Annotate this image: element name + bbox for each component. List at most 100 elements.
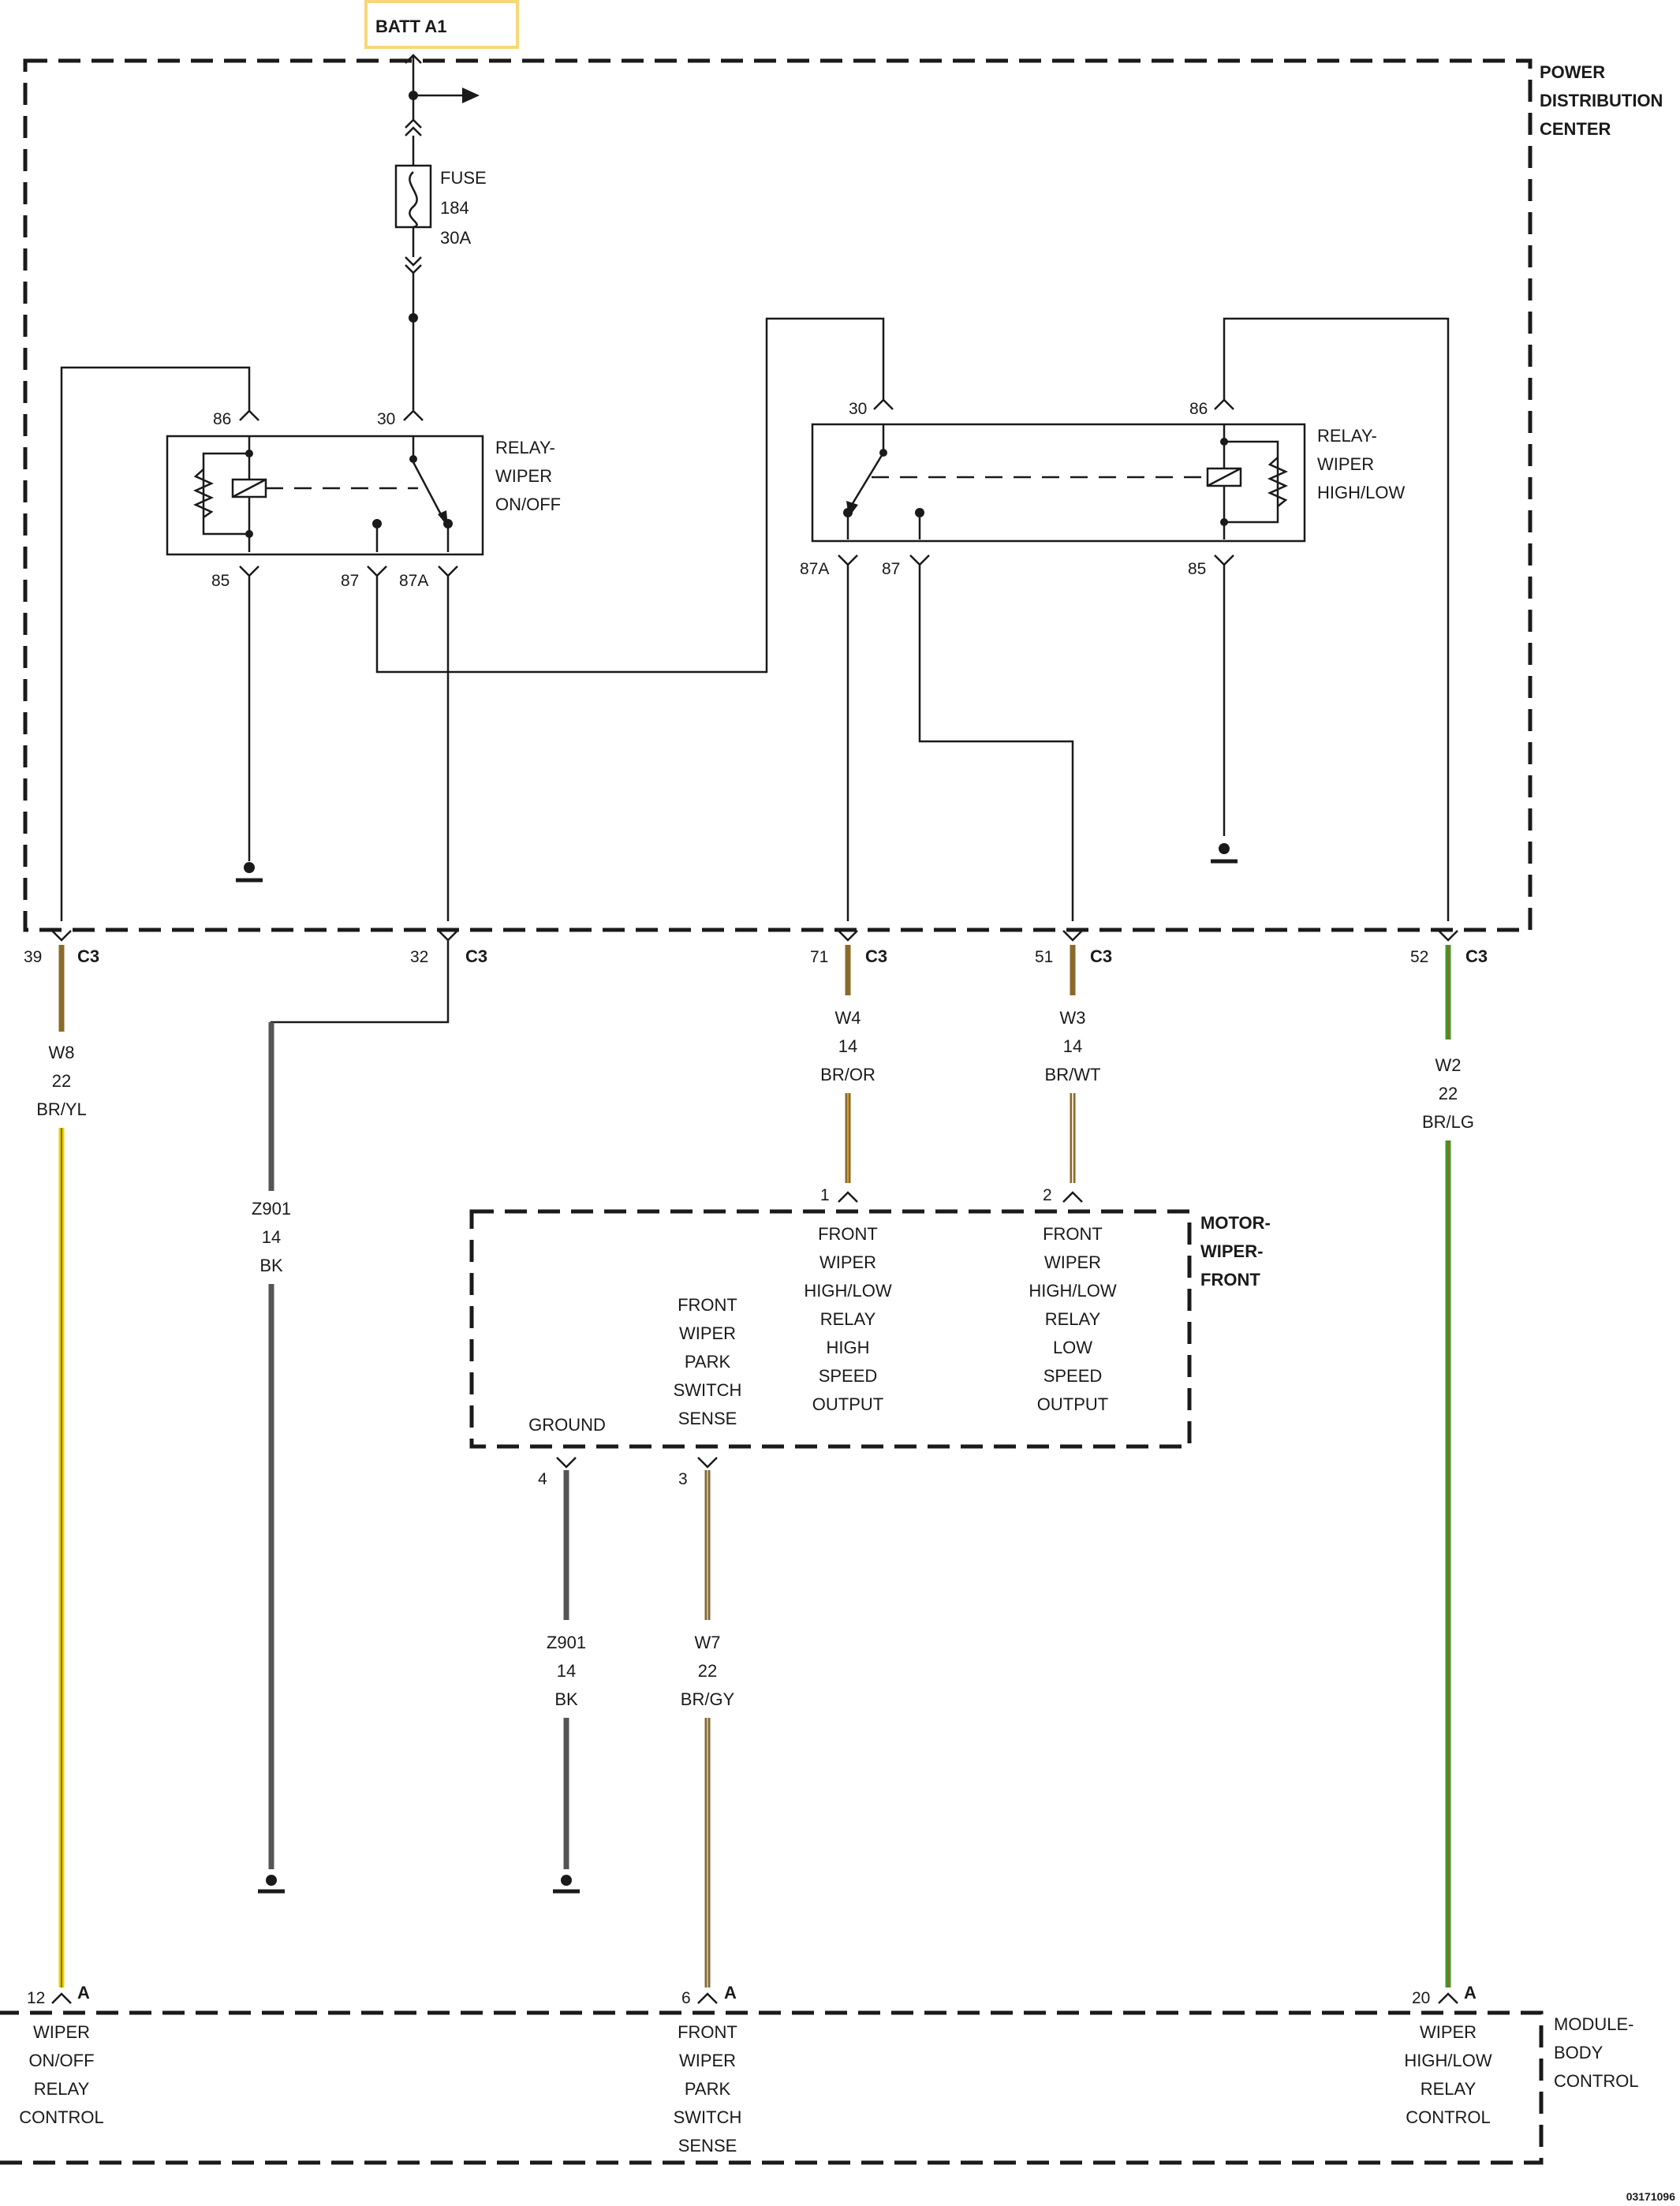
svg-text:HIGH: HIGH [827,1338,870,1357]
svg-text:30A: 30A [440,228,471,248]
resistor-icon [1267,457,1289,507]
svg-text:CONTROL: CONTROL [1554,2071,1639,2091]
svg-text:4: 4 [538,1470,547,1488]
svg-text:39: 39 [24,948,42,966]
svg-text:W3: W3 [1060,1008,1086,1028]
svg-text:RELAY: RELAY [34,2079,90,2099]
svg-text:CONTROL: CONTROL [1406,2107,1491,2127]
splice-arrow-icon [462,88,480,103]
svg-text:A: A [724,1983,737,2003]
svg-text:14: 14 [838,1036,857,1056]
motor-boundary [469,1209,1192,1449]
svg-text:BR/WT: BR/WT [1045,1065,1101,1084]
battery-feed [405,54,480,166]
wire-w8[interactable]: W8 22 BR/YL [36,945,87,1988]
svg-text:HIGH/LOW: HIGH/LOW [1029,1281,1116,1301]
wire-z901-motor[interactable]: Z901 14 BK [547,1470,586,1869]
svg-text:HIGH/LOW: HIGH/LOW [804,1281,891,1301]
svg-text:86: 86 [213,410,231,428]
motor-high-speed-label: FRONT WIPER HIGH/LOW RELAY HIGH SPEED OU… [804,1224,891,1414]
svg-text:SPEED: SPEED [819,1366,878,1386]
svg-text:CONTROL: CONTROL [19,2107,104,2127]
diagram-code: 03171096 [1626,2190,1676,2203]
pdc-internal-wiring [60,317,1450,921]
svg-text:C3: C3 [865,946,887,966]
battery-label: BATT A1 [375,17,446,36]
svg-text:FRONT: FRONT [1200,1270,1260,1290]
svg-text:PARK: PARK [685,1352,731,1372]
svg-text:BR/OR: BR/OR [820,1065,875,1084]
wire-w4[interactable]: W4 14 BR/OR [820,945,875,1183]
motor-low-speed-label: FRONT WIPER HIGH/LOW RELAY LOW SPEED OUT… [1029,1224,1116,1414]
svg-text:OUTPUT: OUTPUT [812,1394,883,1414]
svg-text:WIPER: WIPER [1044,1252,1101,1272]
svg-text:A: A [1464,1983,1477,2003]
svg-text:14: 14 [262,1227,281,1247]
svg-text:14: 14 [1063,1036,1082,1056]
svg-text:184: 184 [440,198,469,218]
svg-text:FRONT: FRONT [818,1224,878,1244]
svg-text:MODULE-: MODULE- [1554,2014,1633,2034]
svg-text:C3: C3 [465,946,487,966]
svg-text:DISTRIBUTION: DISTRIBUTION [1540,91,1663,110]
svg-text:WIPER: WIPER [33,2022,90,2042]
svg-text:Z901: Z901 [547,1633,586,1652]
module-body-control[interactable]: 12 A 6 A 20 A WIPER ON/OFF RELAY CONTROL… [0,1983,1639,2165]
svg-text:W4: W4 [835,1008,861,1028]
svg-text:W2: W2 [1435,1055,1462,1075]
module-boundary [0,2010,1544,2165]
svg-text:87A: 87A [399,572,428,590]
svg-text:MOTOR-: MOTOR- [1200,1213,1271,1233]
battery-source[interactable]: BATT A1 [364,0,519,49]
c3-connector-pins: 39 C3 32 C3 71 C3 51 C3 52 C3 [24,930,1488,966]
svg-text:RELAY-: RELAY- [495,438,555,457]
wire-w3[interactable]: W3 14 BR/WT [1045,945,1101,1183]
svg-text:87: 87 [341,572,359,590]
module-highlow-label: WIPER HIGH/LOW RELAY CONTROL [1404,2022,1491,2127]
relay-wiper-high-low[interactable]: 30 86 87A 87 85 RELAY- WIPER HIGH/LOW [800,398,1405,578]
motor-ground-label: GROUND [528,1415,606,1435]
module-onoff-label: WIPER ON/OFF RELAY CONTROL [19,2022,104,2127]
svg-text:85: 85 [211,572,230,590]
svg-text:FRONT: FRONT [678,1295,737,1315]
svg-text:RELAY: RELAY [1045,1309,1101,1329]
svg-text:3: 3 [678,1470,688,1488]
svg-text:1: 1 [820,1186,830,1204]
svg-text:BR/YL: BR/YL [36,1099,87,1119]
svg-text:22: 22 [52,1071,71,1091]
module-park-label: FRONT WIPER PARK SWITCH SENSE [674,2022,742,2156]
svg-text:SWITCH: SWITCH [674,2107,742,2127]
wire-w7[interactable]: W7 22 BR/GY [681,1470,735,1988]
svg-text:WIPER: WIPER [1420,2022,1477,2042]
wire-w2[interactable]: W2 22 BR/LG [1422,945,1474,1988]
motor-wiper-front[interactable]: 1 2 MOTOR- WIPER- FRONT FRONT WIPER HIGH… [469,1186,1271,1488]
svg-text:WIPER: WIPER [819,1252,876,1272]
svg-text:87A: 87A [800,560,829,578]
relay-wiper-on-off[interactable]: 86 30 85 87 87A RELAY- WIPER ON/OFF [166,409,561,590]
wire-z901-pdc[interactable]: Z901 14 BK [252,940,450,1869]
ground-icon [1211,843,1238,864]
ground-icon [258,1875,285,1894]
svg-text:SWITCH: SWITCH [674,1380,742,1400]
svg-text:2: 2 [1043,1186,1052,1204]
svg-text:22: 22 [1439,1084,1458,1103]
svg-text:71: 71 [810,948,828,966]
svg-text:HIGH/LOW: HIGH/LOW [1404,2051,1491,2070]
svg-text:SENSE: SENSE [678,2136,737,2156]
svg-text:FRONT: FRONT [1043,1224,1103,1244]
svg-text:RELAY: RELAY [820,1309,876,1329]
svg-text:HIGH/LOW: HIGH/LOW [1317,483,1405,502]
resistor-icon [192,468,215,519]
svg-text:FRONT: FRONT [678,2022,737,2042]
svg-text:CENTER: CENTER [1540,119,1611,139]
svg-text:22: 22 [698,1661,717,1681]
ground-icon [553,1875,580,1894]
svg-text:12: 12 [27,1989,45,2007]
svg-text:WIPER: WIPER [1317,454,1374,474]
svg-text:PARK: PARK [685,2079,731,2099]
svg-text:Z901: Z901 [252,1199,291,1219]
svg-text:POWER: POWER [1540,62,1605,82]
svg-text:BK: BK [259,1256,283,1275]
fuse-184[interactable]: FUSE 184 30A [394,164,487,248]
svg-text:WIPER: WIPER [679,1323,736,1343]
